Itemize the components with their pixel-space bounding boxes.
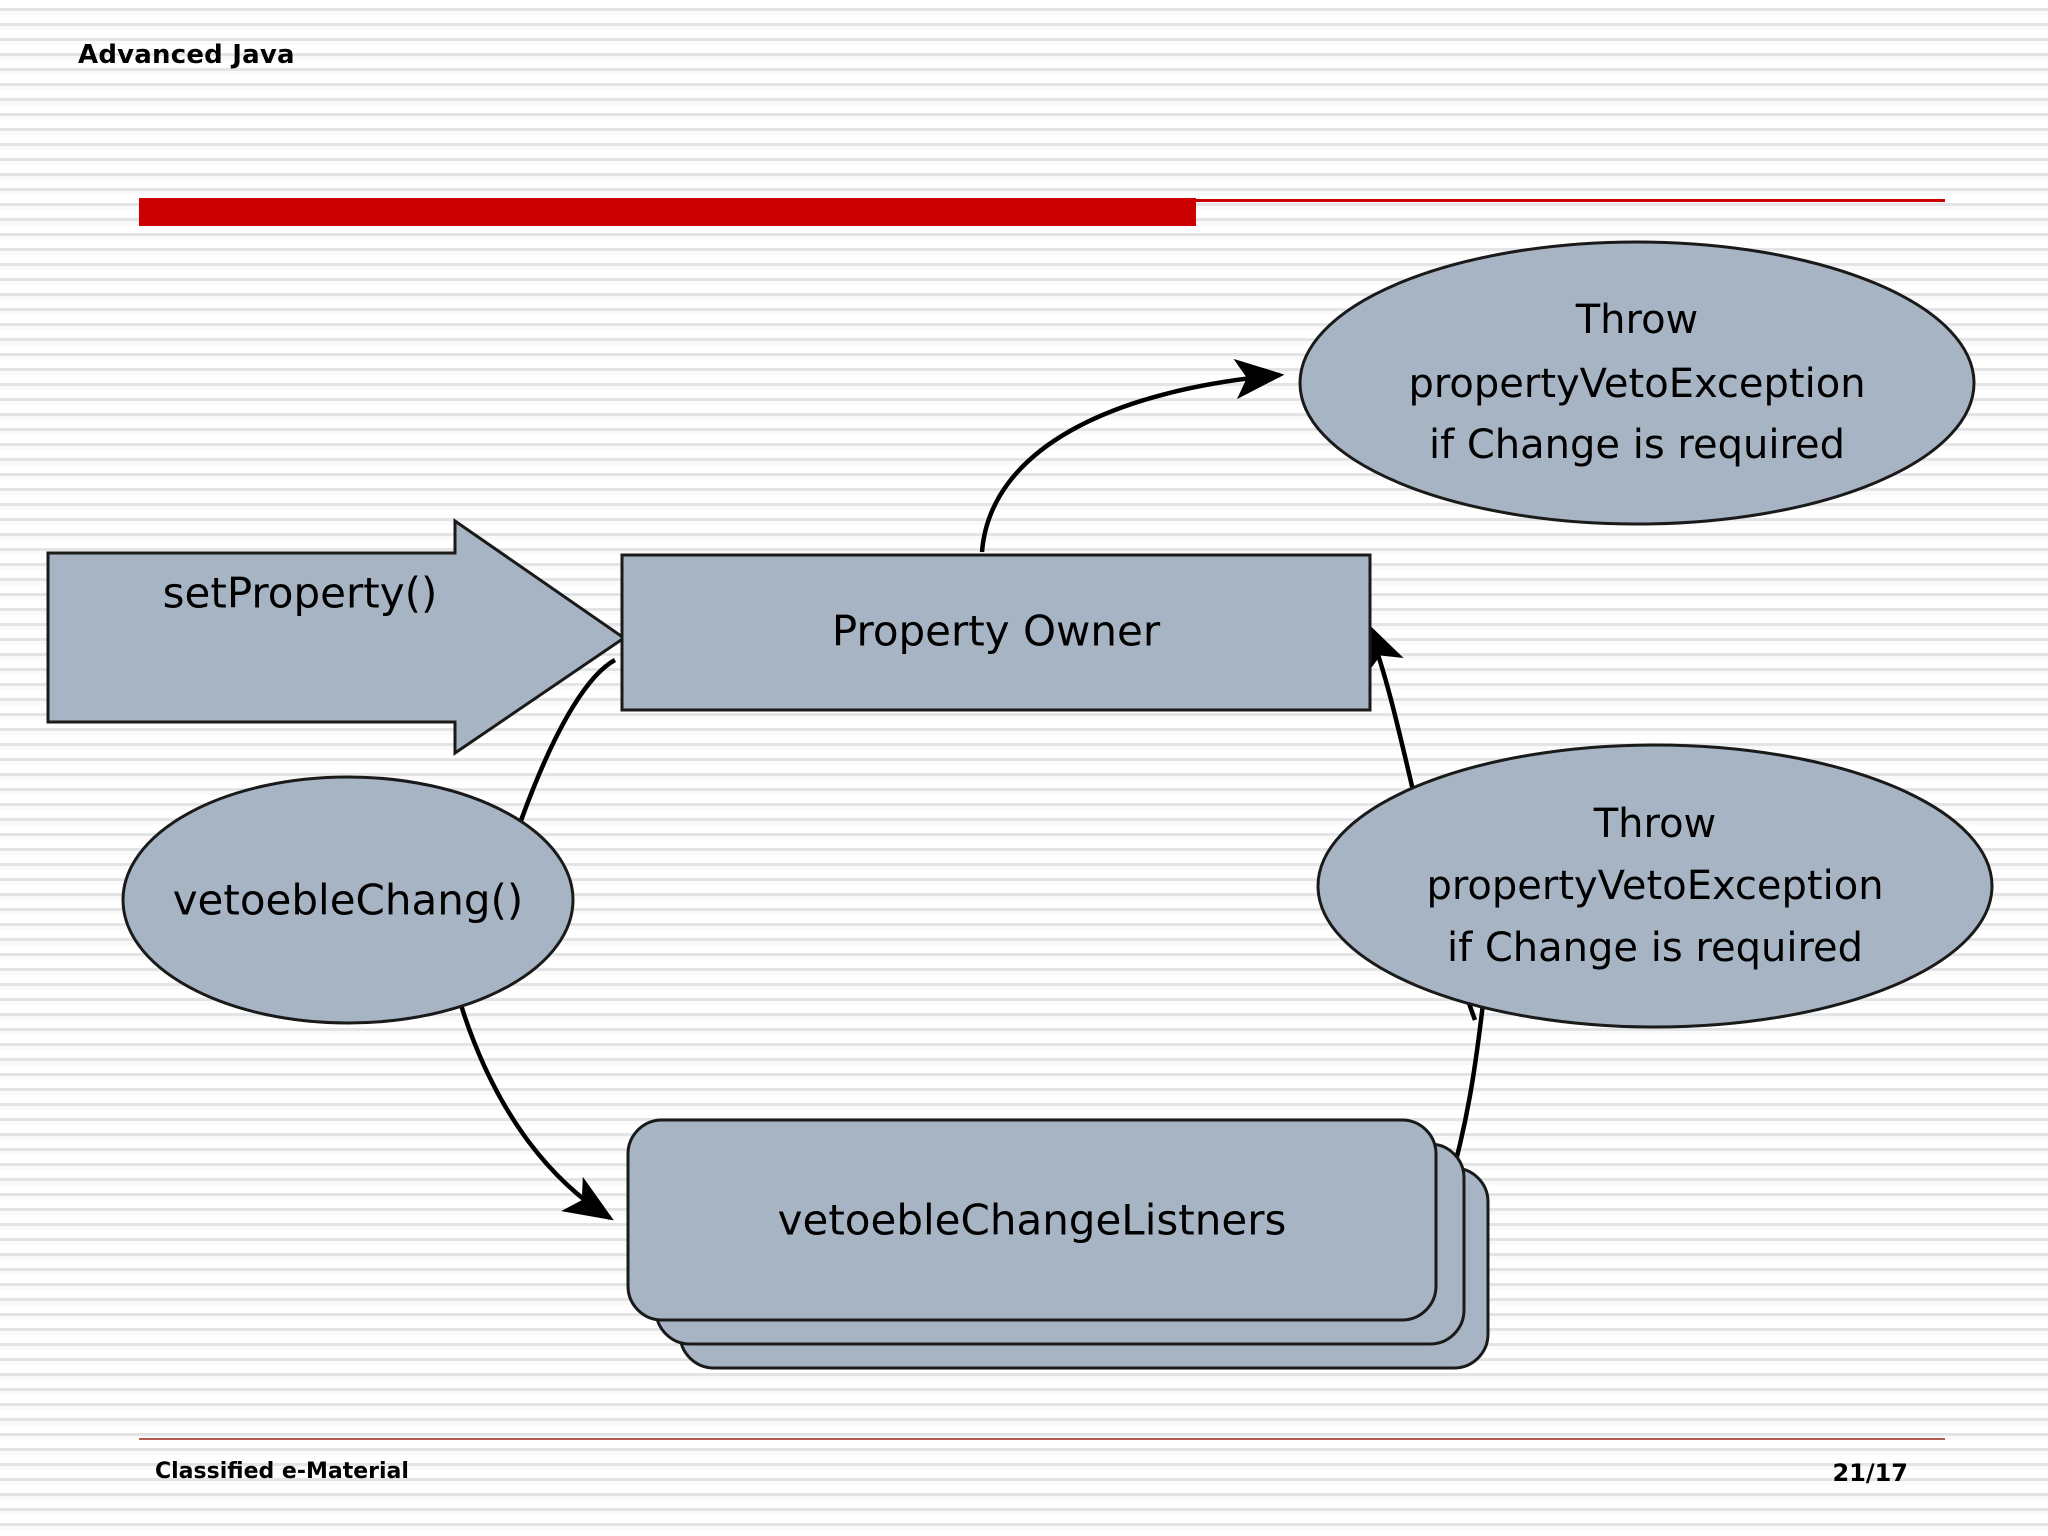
- node-throw-right-line-1: Throw: [1593, 801, 1717, 847]
- node-throw-top-line-3: if Change is required: [1429, 422, 1845, 468]
- node-throw-right-line-2: propertyVetoException: [1426, 863, 1883, 909]
- node-throw-top-line-2: propertyVetoException: [1408, 361, 1865, 407]
- footer-rule: [139, 1438, 1945, 1440]
- node-property-owner-shape[interactable]: [620, 553, 1372, 712]
- connector-vetoeblechang-to-listners: [452, 984, 614, 1221]
- header-rule-thick: [139, 198, 1196, 226]
- node-throw-top-shape[interactable]: [1298, 240, 1976, 526]
- node-vetoeble-chang-label: vetoebleChang(): [173, 876, 524, 925]
- node-property-owner-label: Property Owner: [832, 607, 1161, 656]
- node-throw-right-line-3: if Change is required: [1447, 925, 1863, 971]
- footer-page-number: 21/17: [1832, 1459, 1908, 1487]
- node-throw-right-shape[interactable]: [1316, 743, 1994, 1029]
- node-vetoeble-chang-shape[interactable]: [121, 775, 575, 1025]
- node-listners-label: vetoebleChangeListners: [778, 1196, 1287, 1245]
- node-set-property-shape[interactable]: [46, 518, 627, 756]
- node-throw-top-line-1: Throw: [1575, 297, 1699, 343]
- page-title: Advanced Java: [78, 40, 295, 70]
- node-listners-stack-front[interactable]: [626, 1118, 1438, 1322]
- footer-left-text: Classified e-Material: [155, 1459, 409, 1484]
- connector-owner-to-throwtop: [979, 358, 1285, 553]
- node-set-property-label: setProperty(): [163, 569, 438, 618]
